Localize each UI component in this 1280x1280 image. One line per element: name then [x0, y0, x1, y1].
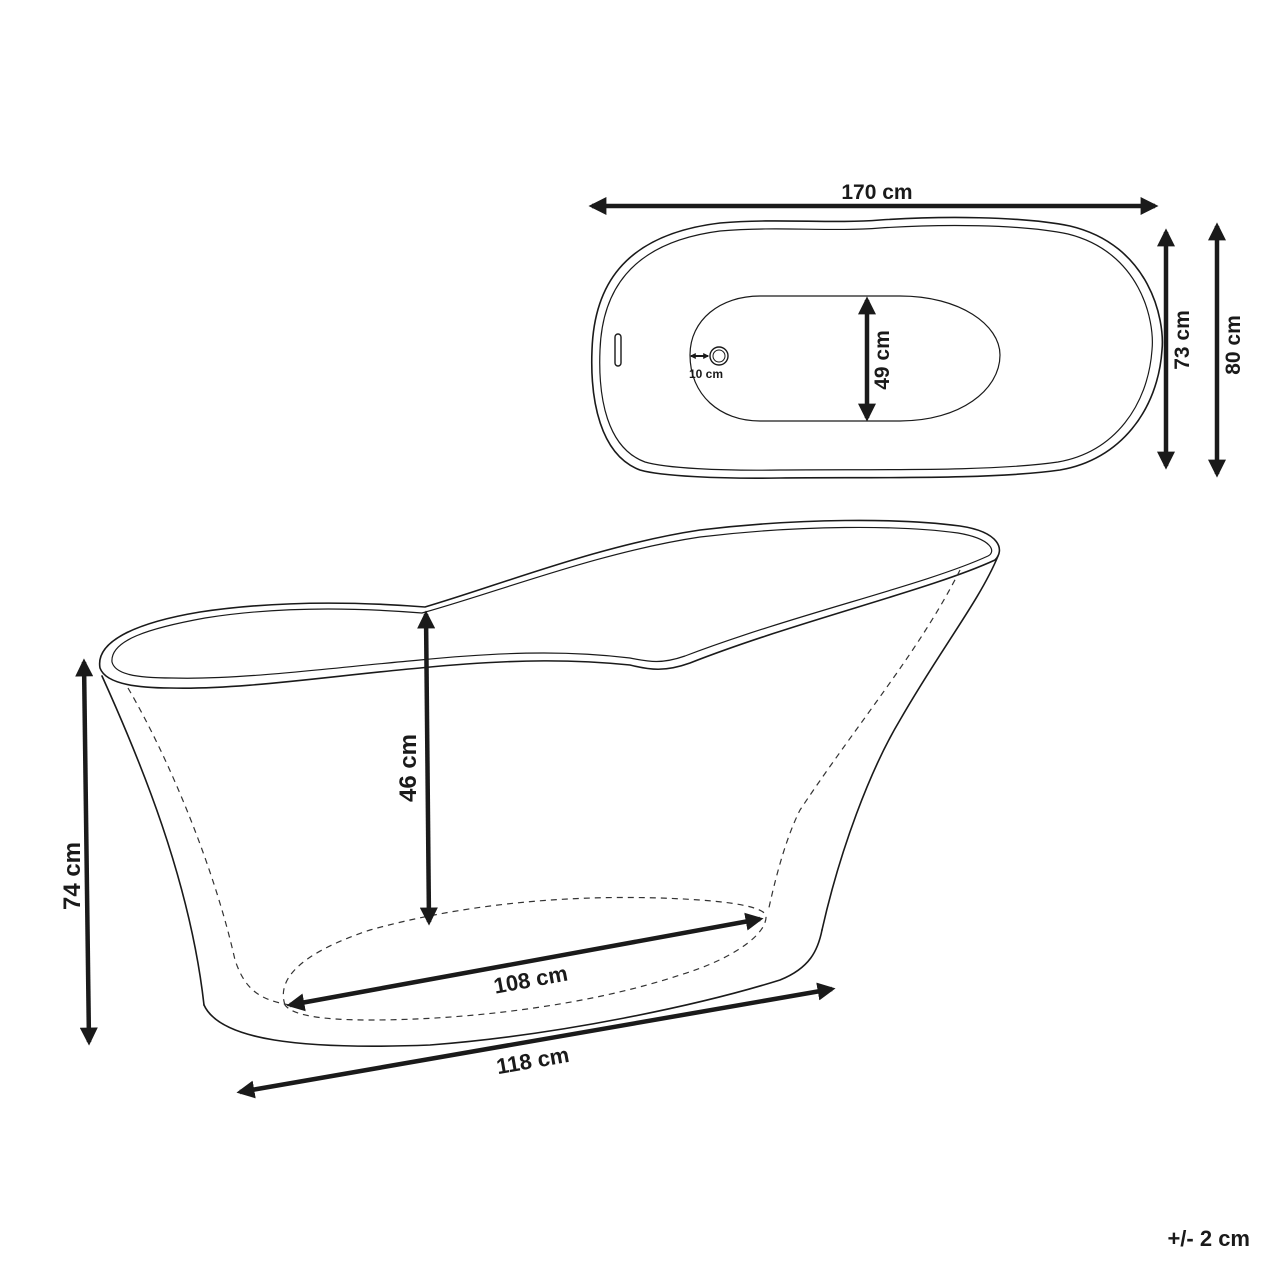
- drain-inner-icon: [712, 349, 726, 363]
- side-view-hidden-right-wall: [767, 569, 961, 913]
- tolerance-note: +/- 2 cm: [1167, 1226, 1250, 1251]
- dimension-label-depth: 46 cm: [395, 734, 422, 802]
- dimension-label-length: 170 cm: [841, 181, 912, 204]
- side-view-inner-rim: [111, 526, 993, 679]
- dimension-arrow-height: [75, 658, 98, 1046]
- top-view-outer-rim: [590, 216, 1164, 479]
- dimension-arrow-base-length: [236, 982, 836, 1099]
- side-view-outer-rim: [98, 519, 1001, 689]
- top-view: 170 cm 73 cm 80 cm 49 cm 10 cm: [588, 181, 1245, 479]
- dimension-label-drain-offset: 10 cm: [689, 367, 723, 381]
- dimension-label-basin-width: 49 cm: [871, 330, 894, 390]
- drain-icon: [709, 346, 729, 366]
- side-view-hidden-left-wall: [127, 687, 291, 1006]
- dimension-arrow-depth: [417, 610, 438, 926]
- overflow-icon: [614, 333, 622, 367]
- side-view-body-left: [101, 675, 205, 1006]
- dimension-label-overall-width: 80 cm: [1222, 315, 1245, 375]
- dimension-label-height: 74 cm: [59, 842, 86, 910]
- top-view-inner-rim: [599, 224, 1153, 471]
- side-view: 74 cm 46 cm 108 cm 118 cm: [59, 519, 1001, 1099]
- side-view-body-right: [821, 555, 999, 931]
- side-view-hidden-basin-floor: [282, 896, 767, 1021]
- top-view-basin: [689, 295, 1001, 422]
- dimension-label-inner-width: 73 cm: [1171, 310, 1194, 370]
